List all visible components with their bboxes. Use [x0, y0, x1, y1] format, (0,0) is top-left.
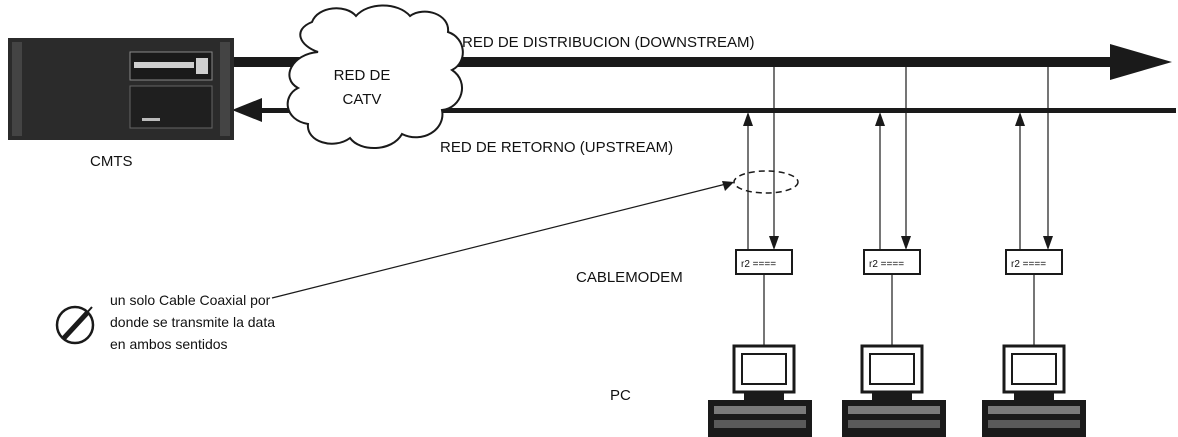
catv-label-line1: RED DE: [334, 67, 391, 84]
modem-tag: r2 ====: [1011, 259, 1046, 270]
subscriber-drop-1: r2 ====: [708, 67, 812, 437]
desktop-computer-icon: [708, 346, 812, 437]
cable-modem-icon: r2 ====: [736, 250, 792, 274]
catv-label-line2: CATV: [343, 91, 382, 108]
upstream-label: RED DE RETORNO (UPSTREAM): [440, 139, 673, 156]
subscriber-drop-3: r2 ====: [982, 67, 1086, 437]
cable-modem-icon: r2 ====: [864, 250, 920, 274]
note-line-3: en ambos sentidos: [110, 336, 228, 352]
note-line-1: un solo Cable Coaxial por: [110, 292, 271, 308]
cablemodem-label: CABLEMODEM: [576, 269, 683, 286]
cable-modem-icon: r2 ====: [1006, 250, 1062, 274]
upstream-arrowhead: [232, 98, 262, 122]
modem-tag: r2 ====: [741, 259, 776, 270]
pc-label: PC: [610, 387, 631, 404]
coax-connector-icon: [57, 307, 93, 343]
note-line-2: donde se transmite la data: [110, 314, 275, 330]
server-rack-icon: [8, 38, 234, 140]
modem-tag: r2 ====: [869, 259, 904, 270]
downstream-label: RED DE DISTRIBUCION (DOWNSTREAM): [462, 34, 755, 51]
desktop-computer-icon: [842, 346, 946, 437]
cmts-label: CMTS: [90, 153, 133, 170]
coax-highlight-ellipse: [734, 171, 798, 193]
desktop-computer-icon: [982, 346, 1086, 437]
subscriber-drop-2: r2 ====: [842, 67, 946, 437]
downstream-arrowhead: [1110, 44, 1172, 80]
